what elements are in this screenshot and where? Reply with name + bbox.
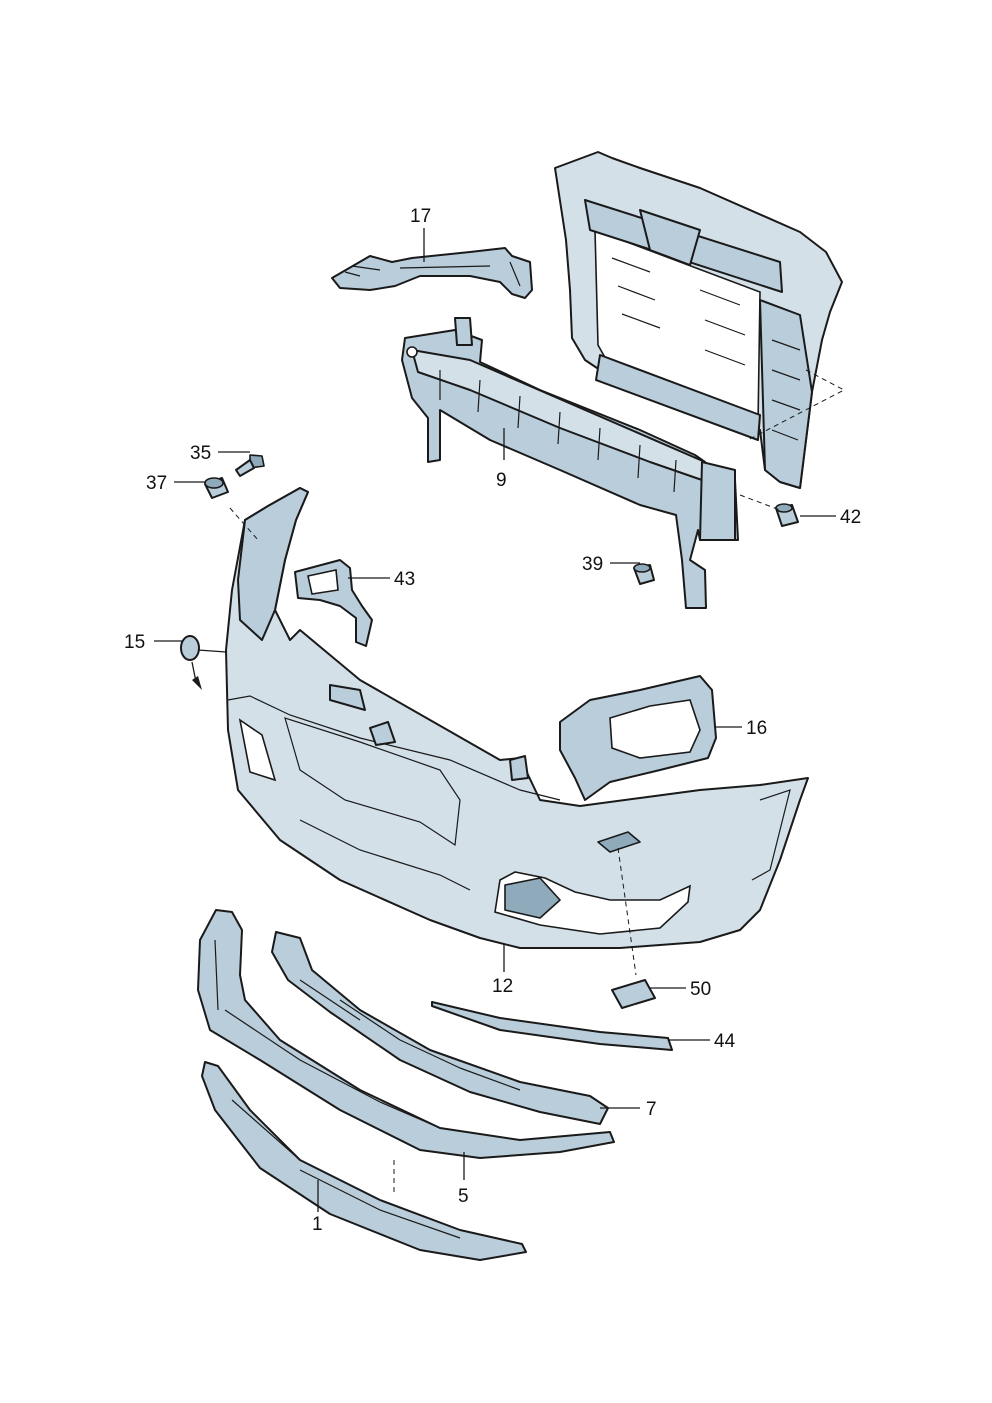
callout-17: 17: [410, 206, 431, 227]
callout-7: 7: [646, 1099, 657, 1120]
part-12-bumper-cover: [225, 487, 809, 949]
callout-16: 16: [746, 718, 767, 739]
part-37-clip: [204, 477, 229, 499]
part-39-bolt: [633, 563, 655, 585]
part-35-screw: [235, 454, 265, 477]
radiator-support-frame: [554, 151, 843, 489]
part-15-cap: [180, 635, 202, 690]
part-1-lower-strip: [201, 1061, 527, 1261]
callout-50: 50: [690, 979, 711, 1000]
callout-43: 43: [394, 569, 415, 590]
leader-lines: [154, 228, 836, 1212]
part-16-fog-bracket: [559, 675, 717, 801]
callout-12: 12: [492, 976, 513, 997]
part-43-bracket: [294, 559, 373, 647]
part-9-reinforcement-bar: [401, 317, 739, 609]
part-5-spoiler: [197, 909, 615, 1159]
callout-5: 5: [458, 1186, 469, 1207]
part-44-trim-strip: [431, 1001, 673, 1051]
callout-39: 39: [582, 554, 603, 575]
callout-37: 37: [146, 473, 167, 494]
part-50-tow-cover: [611, 979, 656, 1009]
callout-42: 42: [840, 507, 861, 528]
callout-1: 1: [312, 1214, 323, 1235]
callout-44: 44: [714, 1031, 736, 1052]
callout-9: 9: [496, 470, 507, 491]
part-17-bracket: [331, 247, 533, 299]
part-42-bolt: [775, 503, 799, 527]
callout-35: 35: [190, 443, 211, 464]
callout-15: 15: [124, 632, 145, 653]
part-7-grille: [271, 931, 609, 1125]
